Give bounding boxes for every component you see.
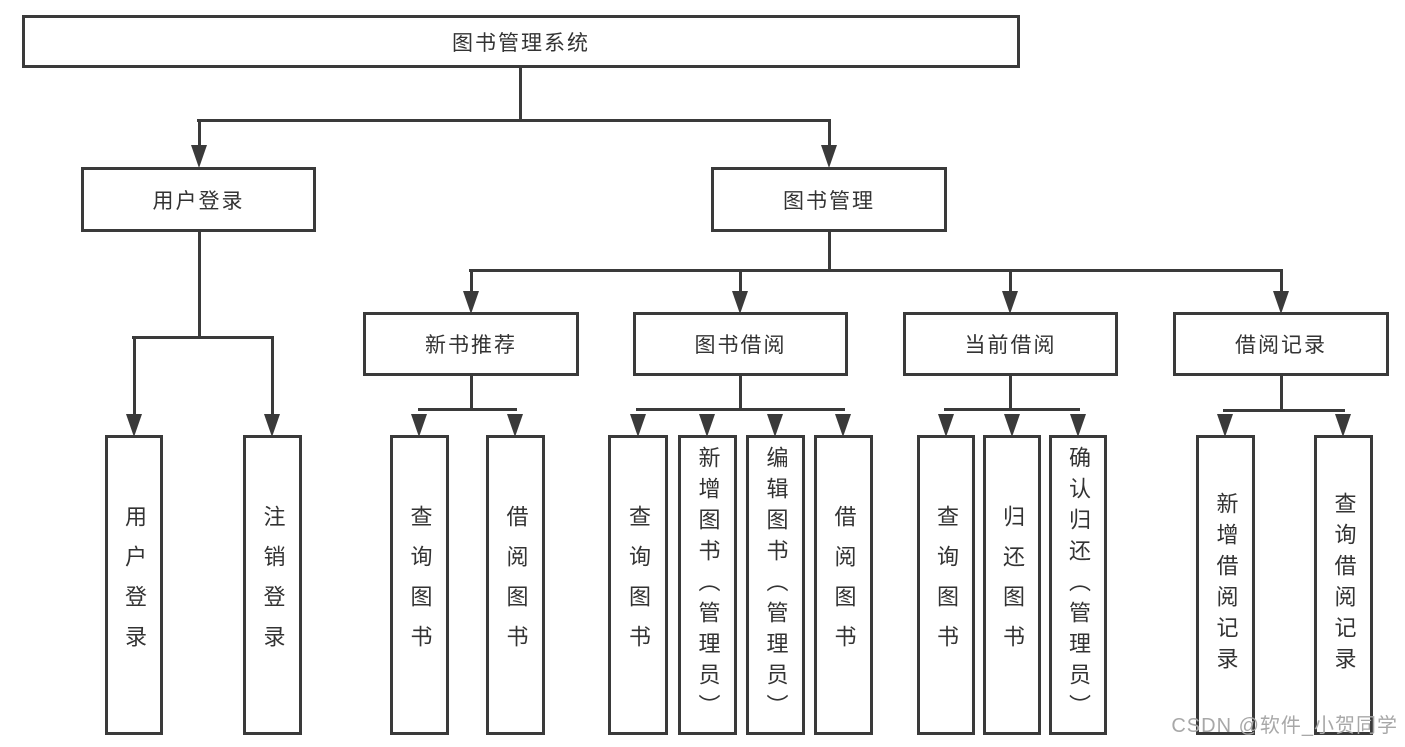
leaf-add-books-admin: 新增图书（管理员） (678, 435, 737, 735)
arrowhead-down-icon (507, 414, 523, 437)
leaf-query-borrow-record: 查询借阅记录 (1314, 435, 1373, 735)
leaf-query-books-current: 查询图书 (917, 435, 975, 735)
leaf-confirm-return-admin: 确认归还（管理员） (1049, 435, 1107, 735)
leaf-user-login: 用户登录 (105, 435, 163, 735)
connector-line-vertical (271, 336, 274, 416)
arrowhead-down-icon (938, 414, 954, 437)
connector-line-vertical (198, 120, 201, 147)
connector-line-horizontal (469, 269, 1282, 272)
leaf-edit-books-admin: 编辑图书（管理员） (746, 435, 805, 735)
leaf-logout-label: 注销登录 (260, 505, 286, 665)
arrowhead-down-icon (191, 145, 207, 168)
arrowhead-down-icon (1002, 291, 1018, 314)
leaf-add-books-admin-label: 新增图书（管理员） (695, 445, 721, 725)
leaf-logout: 注销登录 (243, 435, 302, 735)
arrowhead-down-icon (1004, 414, 1020, 437)
leaf-add-borrow-record: 新增借阅记录 (1196, 435, 1255, 735)
connector-line-vertical (198, 232, 201, 339)
arrowhead-down-icon (835, 414, 851, 437)
arrowhead-down-icon (630, 414, 646, 437)
connector-line-vertical (470, 376, 473, 410)
arrowhead-down-icon (1273, 291, 1289, 314)
leaf-return-books-label: 归还图书 (1000, 505, 1025, 665)
connector-line-vertical (739, 269, 742, 292)
arrowhead-down-icon (126, 414, 142, 437)
connector-line-vertical (1009, 376, 1012, 410)
connector-line-vertical (1280, 269, 1283, 292)
leaf-user-login-label: 用户登录 (122, 505, 147, 665)
node-root: 图书管理系统 (22, 15, 1020, 68)
arrowhead-down-icon (699, 414, 715, 437)
node-user-login-label: 用户登录 (152, 189, 245, 213)
connector-line-horizontal (418, 408, 517, 411)
leaf-query-books-newbooks-label: 查询图书 (407, 505, 433, 665)
leaf-edit-books-admin-label: 编辑图书（管理员） (763, 445, 789, 725)
connector-line-horizontal (132, 336, 273, 339)
connector-line-vertical (828, 120, 831, 147)
connector-line-horizontal (1223, 409, 1345, 412)
leaf-query-books-borrowing: 查询图书 (608, 435, 668, 735)
connector-line-vertical (828, 232, 831, 272)
arrowhead-down-icon (411, 414, 427, 437)
leaf-borrow-books-newbooks-label: 借阅图书 (503, 505, 529, 665)
leaf-confirm-return-admin-label: 确认归还（管理员） (1066, 445, 1091, 725)
connector-line-horizontal (636, 408, 845, 411)
leaf-query-books-borrowing-label: 查询图书 (626, 505, 651, 665)
node-root-label: 图书管理系统 (452, 31, 590, 55)
node-book-management: 图书管理 (711, 167, 947, 232)
leaf-query-borrow-record-label: 查询借阅记录 (1331, 492, 1357, 678)
node-new-book-recommendation: 新书推荐 (363, 312, 579, 376)
arrowhead-down-icon (767, 414, 783, 437)
arrowhead-down-icon (821, 145, 837, 168)
leaf-query-books-newbooks: 查询图书 (390, 435, 449, 735)
leaf-return-books: 归还图书 (983, 435, 1041, 735)
node-borrow-records-label: 借阅记录 (1235, 334, 1327, 357)
node-borrow-records: 借阅记录 (1173, 312, 1389, 376)
node-book-borrowing: 图书借阅 (633, 312, 848, 376)
leaf-query-books-current-label: 查询图书 (934, 505, 959, 665)
arrowhead-down-icon (1335, 414, 1351, 437)
node-book-management-label: 图书管理 (783, 189, 875, 213)
leaf-borrow-books-borrowing: 借阅图书 (814, 435, 873, 735)
connector-line-vertical (133, 336, 136, 416)
leaf-borrow-books-borrowing-label: 借阅图书 (831, 505, 857, 665)
node-user-login: 用户登录 (81, 167, 316, 232)
connector-line-vertical (739, 376, 742, 410)
node-current-borrowing-label: 当前借阅 (964, 334, 1057, 357)
node-book-borrowing-label: 图书借阅 (694, 334, 787, 357)
connector-line-horizontal (197, 119, 831, 122)
arrowhead-down-icon (1217, 414, 1233, 437)
arrowhead-down-icon (264, 414, 280, 437)
connector-line-horizontal (944, 408, 1080, 411)
node-new-book-recommendation-label: 新书推荐 (425, 334, 517, 357)
leaf-add-borrow-record-label: 新增借阅记录 (1213, 492, 1239, 678)
leaf-borrow-books-newbooks: 借阅图书 (486, 435, 545, 735)
connector-line-vertical (1009, 269, 1012, 292)
arrowhead-down-icon (1070, 414, 1086, 437)
arrowhead-down-icon (732, 291, 748, 314)
node-current-borrowing: 当前借阅 (903, 312, 1118, 376)
connector-line-vertical (470, 269, 473, 292)
connector-line-vertical (519, 68, 522, 121)
connector-line-vertical (1280, 376, 1283, 412)
arrowhead-down-icon (463, 291, 479, 314)
